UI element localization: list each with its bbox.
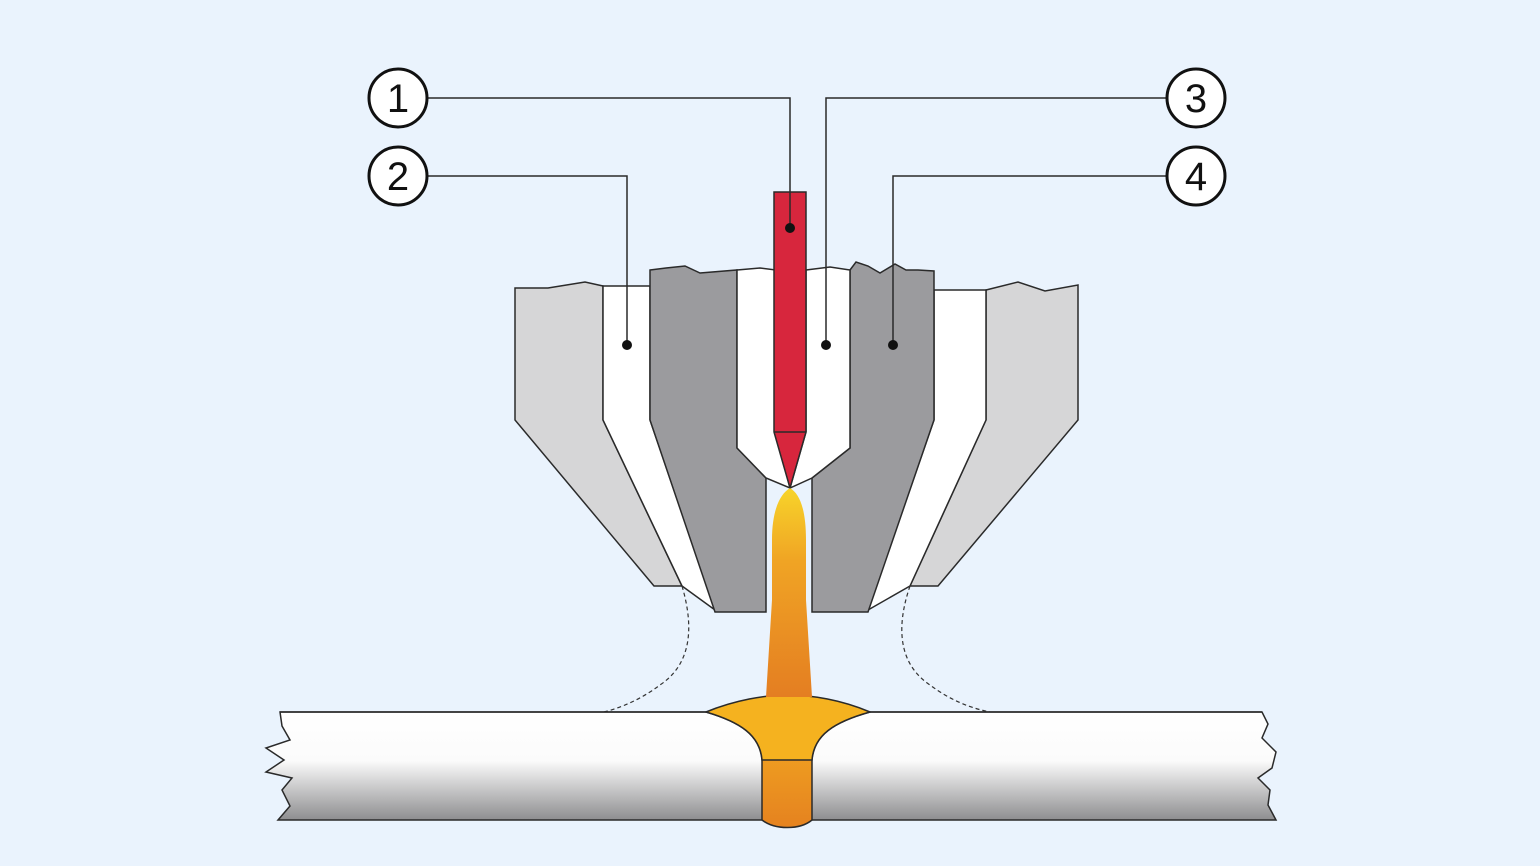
pointer-dot-1	[785, 223, 795, 233]
shielding-gas-envelope	[603, 585, 991, 713]
pointer-dot-2	[622, 340, 632, 350]
tungsten-electrode	[773, 191, 807, 491]
pointer-dot-3	[821, 340, 831, 350]
gas-envelope-right	[901, 585, 991, 713]
leader-line-4	[892, 175, 1166, 345]
callout-3: 3	[1165, 67, 1227, 129]
gas-envelope-left	[603, 585, 690, 713]
leader-lines	[428, 97, 1166, 345]
callout-2: 2	[367, 145, 429, 207]
leader-line-1	[428, 97, 791, 228]
constricting-nozzle-right	[811, 261, 935, 613]
callout-circle-1	[367, 67, 429, 129]
callout-4: 4	[1165, 145, 1227, 207]
pointer-dots	[622, 223, 898, 350]
callout-circle-4	[1165, 145, 1227, 207]
plasma-arc	[766, 488, 812, 697]
callout-number-1: 1	[387, 77, 409, 121]
callout-number-3: 3	[1185, 77, 1207, 121]
leader-line-3	[825, 97, 1166, 345]
callout-circle-3	[1165, 67, 1227, 129]
callout-1: 1	[367, 67, 429, 129]
callout-number-2: 2	[387, 155, 409, 199]
callout-number-4: 4	[1185, 155, 1207, 199]
leader-line-2	[428, 175, 628, 345]
callout-circle-2	[367, 145, 429, 207]
pointer-dot-4	[888, 340, 898, 350]
